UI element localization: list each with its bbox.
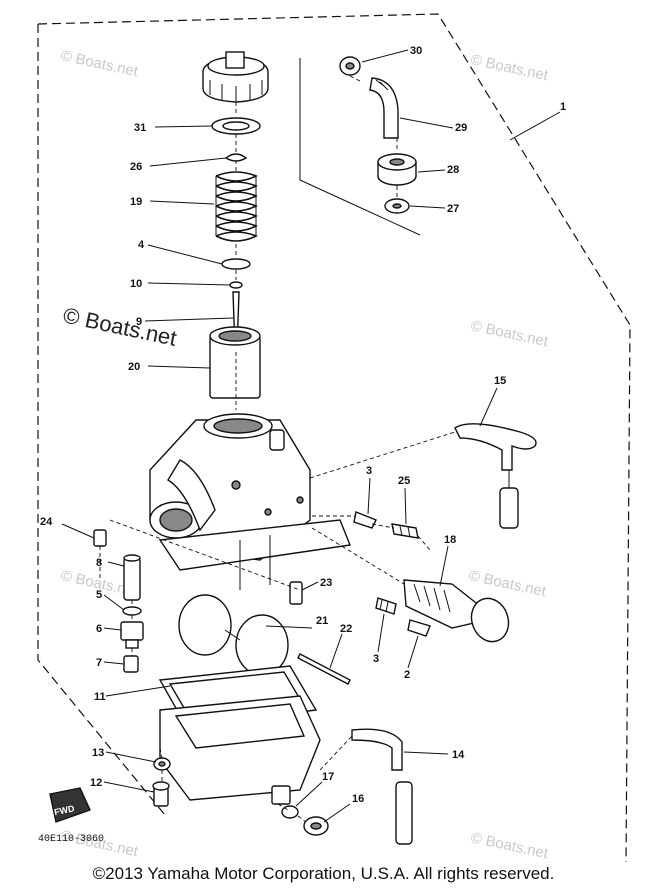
part-26-clip [224, 153, 248, 162]
part-27-washer [384, 198, 410, 214]
callout-19: 19 [130, 196, 142, 208]
callout-10: 10 [130, 278, 142, 290]
callout-9: 9 [136, 316, 142, 328]
part-28-cap [377, 153, 417, 186]
svg-text:© Boats.net: © Boats.net [467, 567, 548, 600]
part-13-drain-screw [153, 757, 171, 771]
cable-assembly-line [299, 58, 421, 236]
callout-numbers: 30 29 28 27 1 31 26 19 4 10 9 20 15 3 25… [40, 45, 566, 805]
callout-8: 8 [96, 557, 102, 569]
callout-14: 14 [452, 749, 465, 761]
watermark-large: © Boats.net [61, 302, 179, 350]
part-7-main-jet [123, 655, 139, 673]
callout-1: 1 [560, 101, 566, 113]
alignment-lines [99, 75, 456, 823]
callout-29: 29 [455, 122, 467, 134]
callout-15: 15 [494, 375, 506, 387]
part-8-needle-jet [123, 554, 141, 601]
callout-27: 27 [447, 203, 459, 215]
callout-17: 17 [322, 771, 334, 783]
callout-18: 18 [444, 534, 456, 546]
part-24-screw [93, 529, 107, 547]
callout-28: 28 [447, 164, 459, 176]
part-5-washer [122, 606, 142, 616]
part-19-spring [215, 171, 258, 242]
part-29-elbow-fitting [369, 77, 399, 139]
part-10-clip [229, 281, 243, 289]
svg-text:© Boats.net: © Boats.net [469, 829, 550, 862]
part-16-screw [303, 816, 329, 836]
assembly-boundary [37, 13, 631, 863]
part-25-jet [391, 523, 419, 539]
part-15-overflow-hose [454, 423, 537, 529]
callout-11: 11 [94, 691, 106, 703]
float-chamber [159, 695, 321, 805]
part-12-screw [152, 781, 170, 807]
copyright-notice: ©2013 Yamaha Motor Corporation, U.S.A. A… [92, 864, 555, 883]
callout-23: 23 [320, 577, 332, 589]
part-14-drain-hose [351, 728, 413, 845]
callout-13: 13 [92, 747, 104, 759]
part-18-starter-plunger [403, 579, 510, 643]
part-3-throttle-stop-screw [375, 597, 397, 615]
part-30-nut [339, 56, 361, 76]
part-21-float [178, 594, 289, 676]
callout-12: 12 [90, 777, 102, 789]
callout-22: 22 [340, 623, 352, 635]
callout-31: 31 [134, 122, 146, 134]
callout-30: 30 [410, 45, 422, 57]
callout-5: 5 [96, 589, 102, 601]
part-3-pilot-screw-upper [353, 511, 377, 529]
callout-3-lower: 3 [373, 653, 379, 665]
top-cap [202, 51, 269, 103]
part-23-jet [289, 581, 303, 605]
svg-text:© Boats.net: © Boats.net [59, 47, 140, 80]
callout-21: 21 [316, 615, 328, 627]
svg-text:© Boats.net: © Boats.net [469, 51, 550, 84]
callout-20: 20 [128, 361, 140, 373]
callout-3-upper: 3 [366, 465, 372, 477]
callout-26: 26 [130, 161, 142, 173]
svg-text:FWD: FWD [53, 803, 76, 817]
callout-4: 4 [138, 239, 145, 251]
carburetor-body [149, 413, 351, 590]
callout-16: 16 [352, 793, 364, 805]
callout-25: 25 [398, 475, 410, 487]
callout-6: 6 [96, 623, 102, 635]
callout-7: 7 [96, 657, 102, 669]
part-31-gasket [211, 117, 261, 135]
callout-2: 2 [404, 669, 410, 681]
part-4-needle-retainer [221, 258, 251, 270]
part-22-float-pin [297, 653, 351, 685]
callout-24: 24 [40, 516, 53, 528]
part-6-jet-holder [120, 621, 144, 649]
leader-lines [61, 49, 561, 823]
svg-text:© Boats.net: © Boats.net [469, 317, 550, 350]
figure-code: 40E110-3060 [38, 834, 105, 845]
part-20-throttle-valve [209, 326, 261, 399]
fwd-badge: FWD [49, 787, 91, 823]
part-2-pilot-screw [407, 619, 431, 637]
